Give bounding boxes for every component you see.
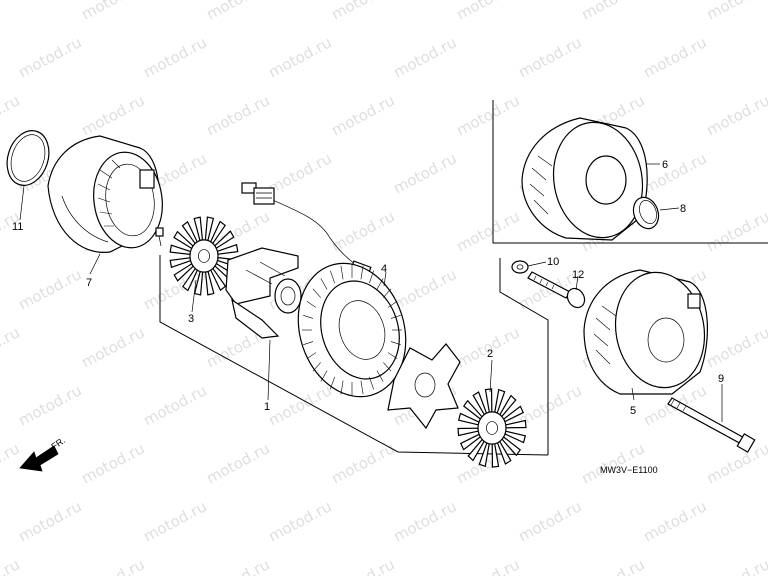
flange-bolt [527,271,586,309]
callout-5: 5 [630,405,636,417]
callout-10: 10 [547,256,559,268]
fan-blade [505,419,527,429]
o-ring [6,130,50,186]
stator-winding [376,278,384,290]
stator-winding [369,270,374,284]
small-screw [155,227,164,247]
rear-cover [47,135,163,253]
stator-winding [340,380,344,395]
washer [511,260,529,274]
rotor-pole-piece [387,343,461,430]
fan-blade [169,244,192,256]
fan-hub [189,239,219,273]
stator-winding [390,315,401,319]
fan-blade [491,443,500,468]
rear-fan [457,388,527,468]
callout-12: 12 [572,269,584,281]
cap [632,196,660,230]
callout-numbers: 1 2 3 4 5 6 7 8 9 10 11 12 [12,159,724,417]
fan-blade [457,427,479,437]
front-direction-marker: FR. [19,435,67,472]
callout-2: 2 [487,348,493,360]
callout-7: 7 [86,277,92,289]
stator-winding [330,376,335,390]
front-arrow-icon [19,445,59,472]
fan-blade [484,388,493,413]
stator-winding [369,376,374,390]
stator-winding [360,265,364,280]
rear-housing [583,269,708,395]
callout-1: 1 [264,401,270,413]
stator-winding [303,315,314,319]
stator-winding [330,270,335,284]
fan-hub [477,411,507,445]
callout-8: 8 [680,203,686,215]
stator-winding [376,370,384,382]
leader-lines [19,163,723,422]
callout-6: 6 [662,159,668,171]
stator-winding [312,288,321,298]
callout-4: 4 [381,263,387,275]
stator-winding [306,301,317,308]
callout-11: 11 [12,221,23,233]
fan-blade [204,216,215,242]
drawing-code: MW3V−E1100 [600,465,658,475]
through-bolt [667,397,756,453]
front-housing-upper [521,117,648,241]
fan-bore [198,249,210,263]
callout-9: 9 [718,373,724,385]
stator-winding [306,352,317,359]
stator [241,182,407,398]
stator-winding [303,341,314,345]
stator-winding [320,278,328,290]
stator-winding [340,265,344,280]
stator-winding [312,362,321,372]
callout-3: 3 [188,313,194,325]
stator-winding [390,341,401,345]
stator-winding [383,288,392,298]
stator-winding [387,352,398,359]
brush-holder [225,247,302,339]
fan-bore [486,421,498,435]
stator-winding [387,301,398,308]
front-fan [169,216,239,296]
stator-winding [383,362,392,372]
stator-winding [360,380,364,395]
stator-winding [320,370,328,382]
